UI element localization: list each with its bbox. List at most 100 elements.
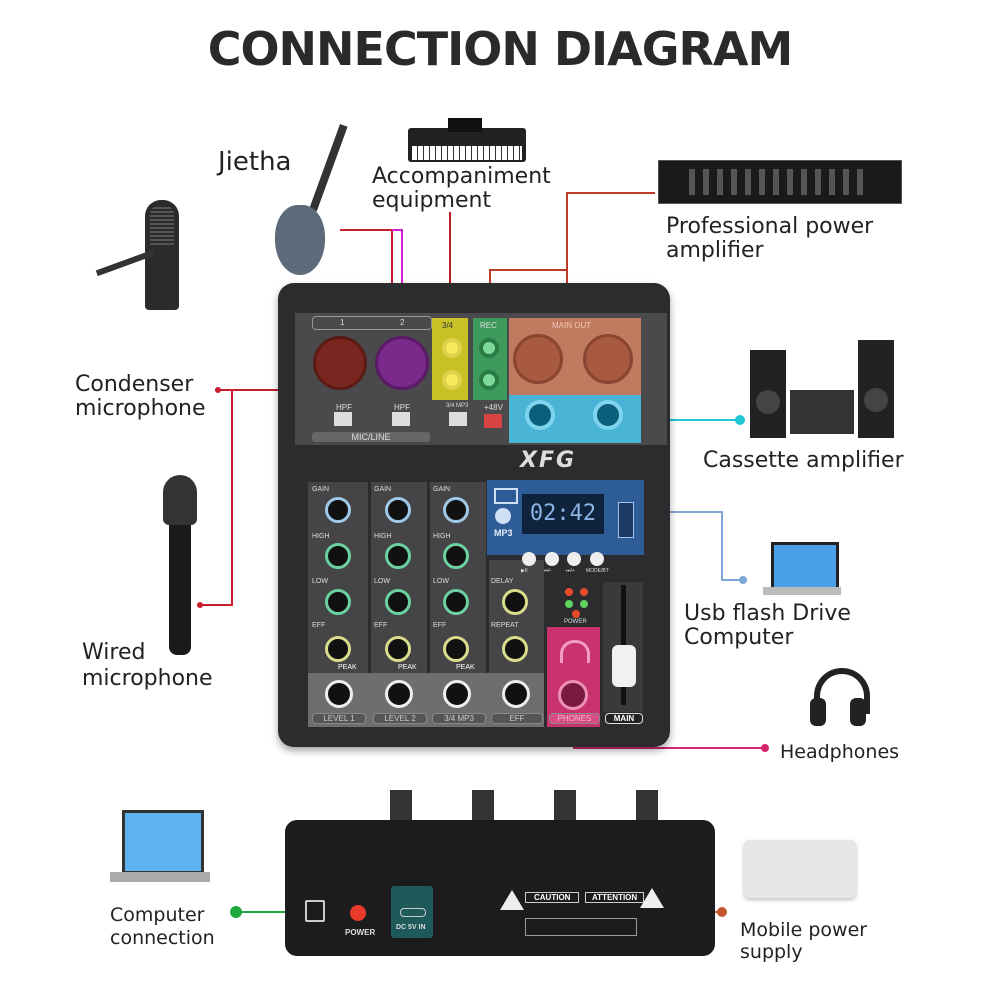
level-1-knob[interactable] (325, 680, 353, 708)
signal-led (565, 600, 573, 608)
wire-usb (645, 511, 743, 581)
label-wired-mic-2: microphone (82, 666, 213, 691)
clip-led (565, 588, 573, 596)
lcd-time: 02:42 (522, 494, 604, 534)
next-button[interactable] (567, 552, 581, 566)
eff-label-2: EFF (374, 622, 388, 629)
shock-warning-icon (500, 890, 524, 910)
jack-out-right[interactable] (593, 400, 623, 430)
page-title: CONNECTION DIAGRAM (207, 22, 794, 76)
strip-label-eff: EFF (491, 713, 543, 724)
strip-label-level1: LEVEL 1 (312, 713, 366, 724)
phones-knob[interactable] (558, 680, 588, 710)
mode-bt-button[interactable] (590, 552, 604, 566)
low-knob-1[interactable] (325, 589, 351, 615)
low-knob-2[interactable] (385, 589, 411, 615)
label-wired-mic-1: Wired (82, 640, 146, 665)
mode-bt-label: MODE/BT (586, 568, 609, 574)
strip-label-main: MAIN (605, 713, 643, 724)
label-mobile-power-1: Mobile power (740, 919, 868, 941)
caution-label: CAUTION (525, 892, 580, 903)
prev-button[interactable] (545, 552, 559, 566)
clip-led-right (580, 588, 588, 596)
rca-34-right[interactable] (442, 370, 462, 390)
label-condenser-1: Condenser (75, 372, 194, 397)
repeat-label: REPEAT (491, 622, 519, 629)
delay-knob[interactable] (502, 589, 528, 615)
keyboard-icon (408, 118, 526, 162)
eff-knob-2[interactable] (385, 636, 411, 662)
gain-knob-3[interactable] (443, 497, 469, 523)
main-out-label: MAIN OUT (552, 321, 592, 330)
channel-1-label: 1 (340, 318, 345, 327)
hpf-2-label: HPF (394, 403, 410, 412)
label-cassette-amp: Cassette amplifier (703, 448, 904, 473)
label-plate (525, 918, 637, 936)
peak-label-3: PEAK (456, 664, 475, 671)
signal-led-right (580, 600, 588, 608)
low-label-3: LOW (433, 578, 449, 585)
gain-knob-2[interactable] (385, 497, 411, 523)
rca-rec-left[interactable] (479, 338, 499, 358)
play-pause-label: ▶II (521, 568, 528, 574)
mic-input-1[interactable] (313, 336, 367, 390)
gain-knob-1[interactable] (325, 497, 351, 523)
power-led (572, 610, 580, 618)
laptop-icon (763, 542, 841, 598)
high-label-1: HIGH (312, 533, 330, 540)
warning-icon (640, 888, 664, 908)
power-button[interactable] (350, 905, 366, 921)
phones-icon (560, 640, 590, 663)
high-label-2: HIGH (374, 533, 392, 540)
level-2-knob[interactable] (385, 680, 413, 708)
label-computer-2: connection (110, 927, 215, 949)
label-usb-2: Computer (684, 625, 794, 650)
main-fader-handle[interactable] (612, 645, 636, 687)
usb-c-port[interactable] (400, 908, 426, 917)
repeat-knob[interactable] (502, 636, 528, 662)
label-accompaniment-1: Accompaniment (372, 164, 551, 189)
mp3-bt-icon (495, 508, 511, 524)
phantom-power-button[interactable] (484, 414, 502, 428)
play-pause-button[interactable] (522, 552, 536, 566)
low-label-2: LOW (374, 578, 390, 585)
high-knob-1[interactable] (325, 543, 351, 569)
gain-label-1: GAIN (312, 486, 330, 493)
strip-label-phones: PHONES (549, 713, 600, 724)
gain-label-2: GAIN (374, 486, 392, 493)
xlr-main-left[interactable] (513, 334, 563, 384)
high-knob-3[interactable] (443, 543, 469, 569)
peak-label-1: PEAK (338, 664, 357, 671)
input-34-label: 3/4 (442, 321, 454, 330)
level-34-knob[interactable] (443, 680, 471, 708)
next-label: ⏭/+ (566, 568, 575, 574)
xlr-main-right[interactable] (583, 334, 633, 384)
peak-label-2: PEAK (398, 664, 417, 671)
computer-laptop-icon (110, 810, 210, 890)
strip-label-34mp3: 3/4 MP3 (432, 713, 486, 724)
mic-input-2[interactable] (375, 336, 429, 390)
rca-rec-right[interactable] (479, 370, 499, 390)
mp3-label: MP3 (494, 528, 513, 538)
hpf-1-label: HPF (336, 403, 352, 412)
headphones-icon (808, 668, 870, 728)
eff-level-knob[interactable] (502, 680, 530, 708)
computer-icon (494, 488, 518, 504)
label-mobile-power-2: supply (740, 941, 803, 963)
high-knob-2[interactable] (385, 543, 411, 569)
hpf-2-button[interactable] (392, 412, 410, 426)
guitar-icon (265, 120, 348, 280)
low-knob-3[interactable] (443, 589, 469, 615)
rca-34-left[interactable] (442, 338, 462, 358)
condenser-microphone-icon (95, 200, 185, 350)
label-usb-1: Usb flash Drive (684, 601, 851, 626)
jack-out-left[interactable] (525, 400, 555, 430)
label-condenser-2: microphone (75, 396, 206, 421)
eff-knob-1[interactable] (325, 636, 351, 662)
hpf-1-button[interactable] (334, 412, 352, 426)
eff-knob-3[interactable] (443, 636, 469, 662)
eff-label-3: EFF (433, 622, 447, 629)
mp3-switch-button[interactable] (449, 412, 467, 426)
usb-port[interactable] (618, 502, 634, 538)
wire-wired-mic (200, 390, 233, 606)
